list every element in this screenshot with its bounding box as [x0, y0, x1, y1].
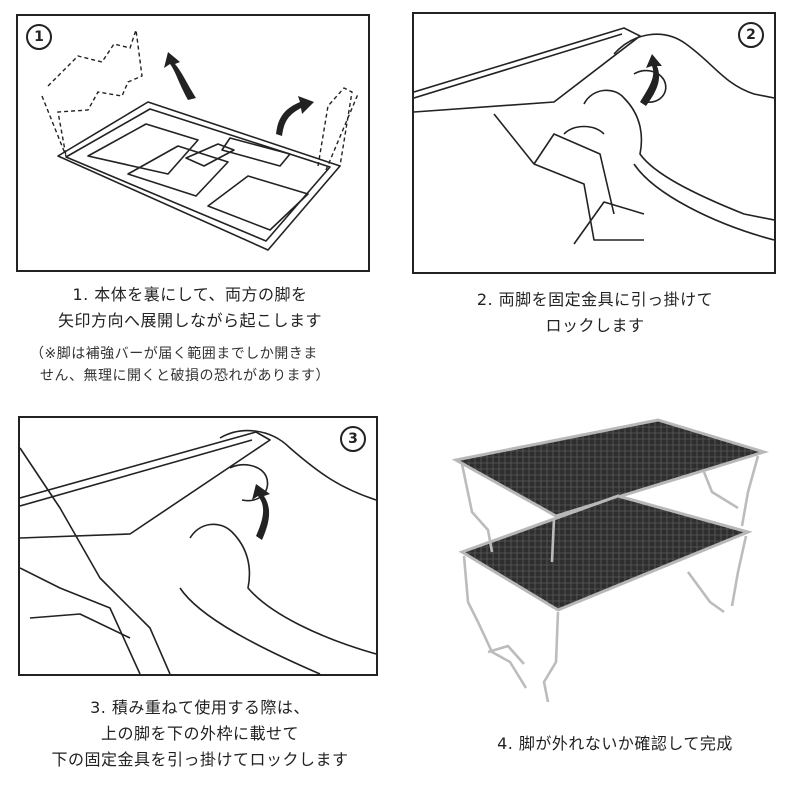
step-2-number-badge: 2 [738, 22, 764, 48]
step-3-illustration: 3 [18, 416, 378, 676]
step-1-caption: 1. 本体を裏にして、両方の脚を 矢印方向へ展開しながら起こします [20, 282, 360, 334]
folded-table-legs-diagram [41, 29, 359, 251]
step-1-number-badge: 1 [26, 24, 52, 50]
step-2-caption: 2. 両脚を固定金具に引っ掛けて ロックします [425, 287, 765, 339]
step-3-caption-line: 上の脚を下の外枠に載せて [100, 724, 299, 743]
warning-note-line: （※脚は補強バーが届く範囲までしか開きま [30, 346, 318, 362]
step-3-caption-line: 3. 積み重ねて使用する際は、 [90, 698, 310, 717]
step-2-caption-line: 2. 両脚を固定金具に引っ掛けて [476, 290, 714, 309]
step-2-illustration: 2 [412, 12, 776, 274]
step-2-caption-line: ロックします [545, 316, 645, 335]
step-1-warning-note: （※脚は補強バーが届く範囲までしか開きま せん、無理に開くと破損の恐れがあります… [30, 343, 390, 387]
hands-hooking-legs-diagram [414, 27, 774, 245]
stacked-mesh-tables-image [451, 418, 770, 703]
step-1-illustration: 1 [16, 14, 370, 272]
stacking-lock-diagram [20, 429, 376, 674]
warning-note-line: せん、無理に開くと破損の恐れがあります） [40, 368, 330, 384]
step-4-caption-line: 4. 脚が外れないか確認して完成 [497, 734, 733, 753]
step-1-caption-line: 矢印方向へ展開しながら起こします [57, 311, 322, 330]
step-4-stacked-tables-photo [448, 412, 788, 708]
step-3-caption: 3. 積み重ねて使用する際は、 上の脚を下の外枠に載せて 下の固定金具を引っ掛け… [10, 695, 390, 773]
step-3-caption-line: 下の固定金具を引っ掛けてロックします [51, 750, 349, 769]
step-4-caption: 4. 脚が外れないか確認して完成 [445, 731, 785, 757]
step-3-number-badge: 3 [340, 426, 366, 452]
step-1-caption-line: 1. 本体を裏にして、両方の脚を [72, 285, 308, 304]
